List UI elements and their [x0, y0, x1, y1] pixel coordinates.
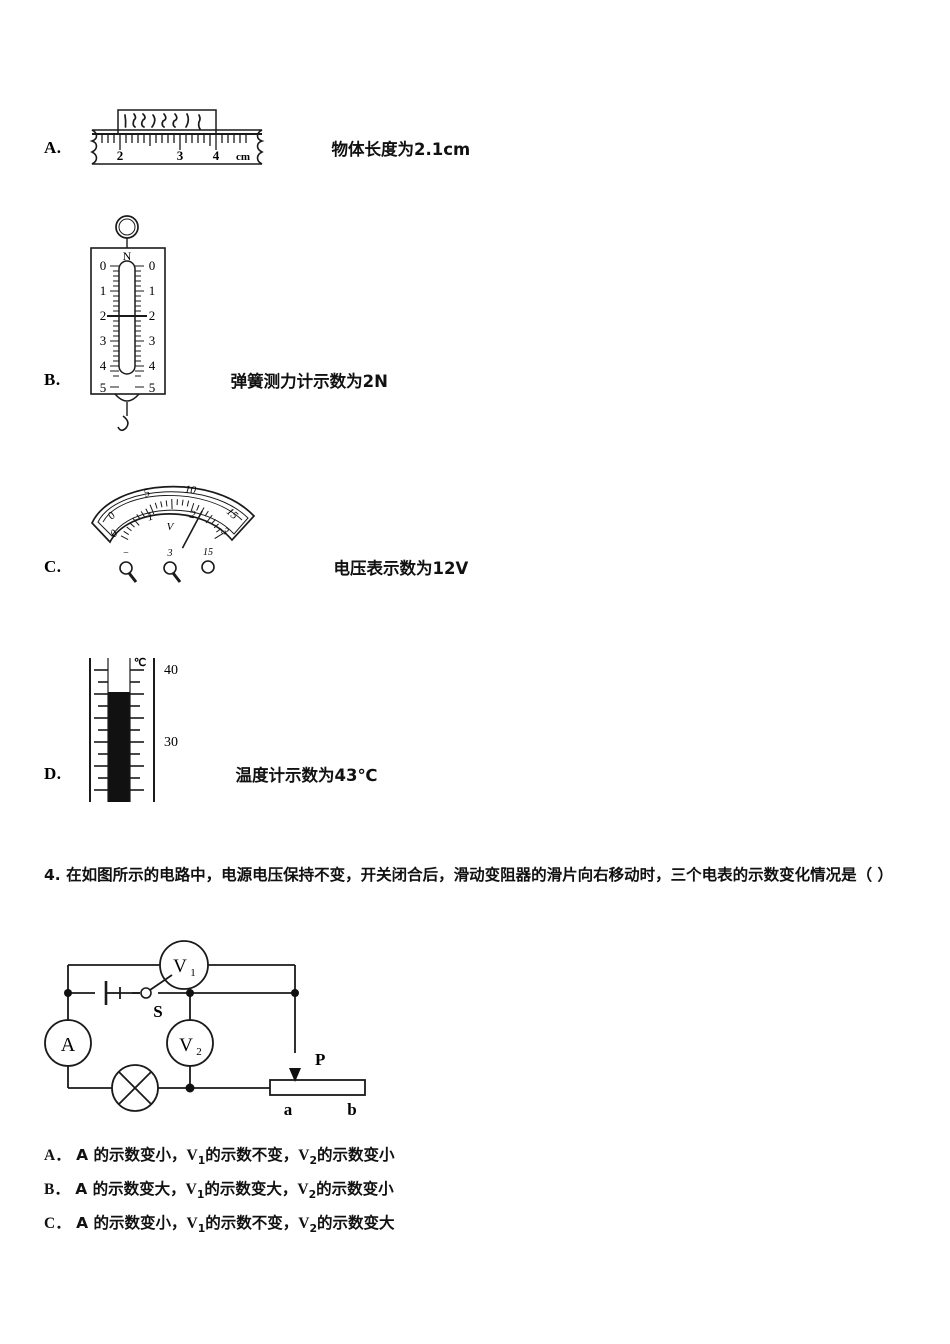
thermometer-figure: ℃ 40 30: [82, 650, 202, 810]
spring-right-1: 1: [148, 283, 155, 298]
option-row-d: D.: [44, 650, 377, 810]
thermometer-unit-label: ℃: [133, 657, 145, 669]
ruler-tick-2: 2: [116, 148, 123, 163]
thermometer-tick-40: 40: [164, 663, 178, 678]
voltmeter-1-symbol: [159, 940, 209, 990]
voltmeter-terminals: [118, 560, 215, 583]
spring-right-4: 4: [148, 358, 155, 373]
voltmeter-2-sublabel: 2: [196, 1046, 202, 1058]
circuit-diagram: V 1 S A: [40, 925, 400, 1125]
answer-option-b[interactable]: B． A 的示数变大，V1的示数变大，V2的示数变小: [44, 1177, 394, 1201]
junction-dot: [64, 989, 72, 997]
option-letter-b: B.: [44, 369, 61, 389]
thermometer-tick-30: 30: [164, 735, 178, 750]
spring-right-3: 3: [148, 333, 155, 348]
volt-inner-1: 1: [145, 511, 154, 524]
option-c-description: 电压表示数为12V: [333, 559, 469, 578]
option-row-a: A.: [44, 108, 470, 188]
option-letter-d: D.: [44, 764, 62, 783]
spring-left-4: 4: [99, 358, 106, 373]
ruler-tick-4: 4: [212, 148, 219, 163]
slider-arrow: [289, 1068, 301, 1082]
terminal-label-15: 15: [203, 547, 213, 558]
spring-left-3: 3: [99, 333, 106, 348]
switch-hinge: [140, 987, 152, 999]
slider-label: P: [315, 1050, 325, 1069]
switch-label: S: [153, 1002, 162, 1021]
voltmeter-needle: [181, 510, 203, 549]
answer-letter-b: B．: [44, 1181, 70, 1198]
answer-option-a[interactable]: A． A 的示数变小，V1的示数不变，V2的示数变小: [44, 1143, 395, 1167]
switch-blade: [149, 974, 173, 991]
spring-left-0: 0: [99, 258, 106, 273]
ruler-tick-3: 3: [176, 148, 183, 163]
option-d-description: 温度计示数为43℃: [235, 766, 378, 785]
terminal-label-negative: −: [123, 548, 129, 559]
question-4-text: 4. 在如图所示的电路中，电源电压保持不变，开关闭合后，滑动变阻器的滑片向右移动…: [44, 866, 893, 884]
spring-right-0: 0: [148, 258, 155, 273]
voltmeter-1-sublabel: 1: [190, 967, 196, 979]
spring-scale-figure: N: [79, 212, 189, 437]
junction-dot: [186, 989, 194, 997]
spring-right-5: 5: [148, 380, 155, 395]
volt-inner-2: 2: [188, 509, 196, 522]
option-letter-a: A.: [44, 138, 62, 157]
answer-text-b: A 的示数变大，V1的示数变大，V2的示数变小: [75, 1180, 394, 1202]
lamp-symbol: [111, 1064, 159, 1112]
option-a-description: 物体长度为2.1cm: [331, 140, 471, 159]
volt-outer-15: 15: [223, 506, 240, 523]
ammeter-label: A: [61, 1034, 76, 1056]
rheostat-terminal-a: a: [284, 1100, 293, 1119]
answer-letter-c: C．: [44, 1215, 71, 1232]
ruler-unit-label: cm: [236, 151, 250, 163]
spring-left-2: 2: [99, 308, 106, 323]
thermometer-column: [107, 692, 130, 802]
spring-unit-label: N: [122, 249, 131, 263]
voltmeter-figure: 0 5 10 15 0 1 2 3 V: [82, 468, 272, 588]
terminal-label-3: 3: [166, 548, 172, 559]
spring-left-5: 5: [99, 380, 106, 395]
rheostat-terminal-b: b: [347, 1100, 356, 1119]
answer-letter-a: A．: [44, 1147, 71, 1164]
ruler-figure: 2 3 4 cm: [80, 108, 280, 188]
ammeter-symbol: [44, 1019, 92, 1067]
option-row-c: C.: [44, 468, 468, 588]
voltmeter-symbol: V: [166, 521, 174, 533]
answer-text-c: A 的示数变小，V1的示数不变，V2的示数变大: [76, 1214, 395, 1236]
spring-left-1: 1: [99, 283, 106, 298]
answer-option-c[interactable]: C． A 的示数变小，V1的示数不变，V2的示数变大: [44, 1211, 395, 1235]
voltmeter-2-symbol: [166, 1019, 214, 1067]
volt-outer-10: 10: [184, 483, 197, 496]
junction-dot: [185, 1083, 195, 1093]
answer-text-a: A 的示数变小，V1的示数不变，V2的示数变小: [76, 1146, 395, 1168]
option-row-b: B. N: [44, 212, 388, 437]
rheostat-body: [269, 1079, 366, 1096]
option-b-description: 弹簧测力计示数为2N: [230, 371, 388, 391]
volt-outer-5: 5: [142, 486, 152, 499]
voltmeter-2-label: V: [179, 1035, 193, 1056]
junction-dot: [291, 989, 299, 997]
voltmeter-1-label: V: [173, 956, 187, 977]
volt-inner-0: 0: [107, 527, 119, 540]
spring-right-2: 2: [148, 308, 155, 323]
option-letter-c: C.: [44, 557, 62, 576]
